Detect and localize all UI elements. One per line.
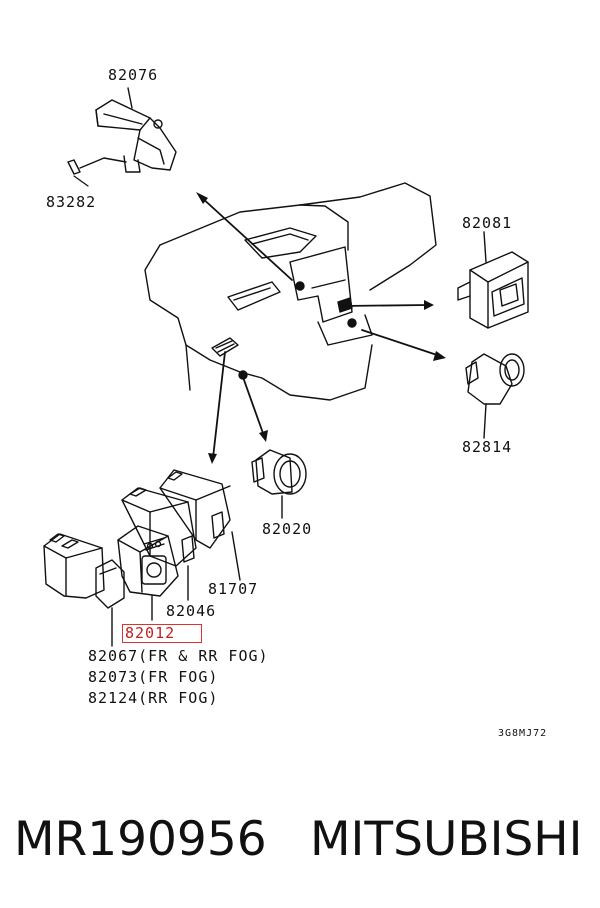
callout-81707: 81707	[208, 580, 259, 598]
arrow-heads	[196, 192, 446, 464]
label-leaders	[73, 175, 89, 187]
callout-82081: 82081	[462, 214, 513, 232]
arrows	[199, 195, 441, 459]
callout-82073: 82073(FR FOG)	[88, 668, 219, 686]
footer-caption: MR190956 MITSUBISHI	[0, 810, 600, 870]
part-82020-drawing	[251, 449, 307, 519]
callout-82067: 82067(FR & RR FOG)	[88, 647, 269, 665]
part-82081-drawing	[457, 231, 529, 329]
dashboard-outline	[144, 182, 437, 401]
callout-82020: 82020	[262, 520, 313, 538]
callout-83282: 83282	[46, 193, 97, 211]
callout-82124: 82124(RR FOG)	[88, 689, 219, 707]
callout-82076: 82076	[108, 66, 159, 84]
part-number: MR190956	[14, 812, 267, 867]
brand-name: MITSUBISHI	[310, 812, 583, 867]
part-82814-drawing	[465, 353, 525, 439]
diagram-code: 3G8MJ72	[498, 728, 548, 739]
callout-82814: 82814	[462, 438, 513, 456]
switch-cluster-drawing	[43, 469, 241, 647]
callout-82046: 82046	[166, 602, 217, 620]
part-82076-drawing	[67, 87, 177, 175]
callout-82012-highlighted: 82012	[122, 624, 203, 643]
